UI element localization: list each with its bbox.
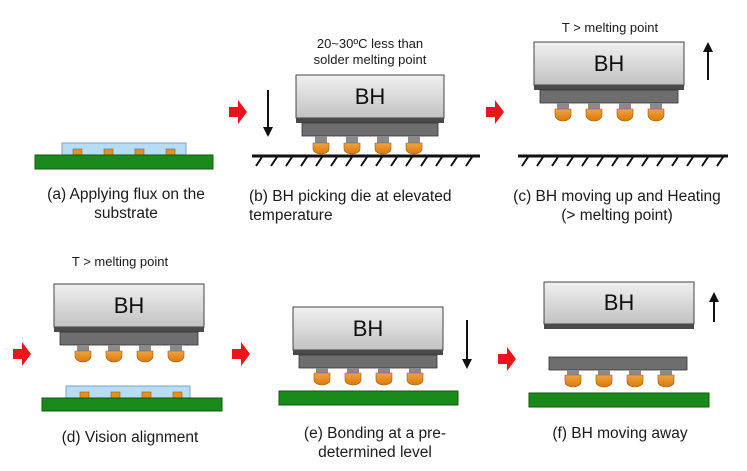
substrate <box>528 392 710 408</box>
die-stage <box>518 154 728 167</box>
die-stage <box>252 154 480 167</box>
caption-line: (c) BH moving up and Heating <box>513 188 721 205</box>
solder-bump <box>74 350 92 363</box>
step-b-graphic: BH <box>252 74 480 167</box>
up-arrow-icon <box>709 292 719 322</box>
die <box>59 331 199 346</box>
solder-bump <box>374 142 392 155</box>
step-a-graphic <box>34 142 214 170</box>
red-arrow-icon <box>13 342 31 366</box>
step-d-graphic: BH <box>41 283 223 412</box>
caption-line: determined level <box>318 444 432 461</box>
solder-bump <box>343 142 361 155</box>
bonding-head <box>295 74 445 119</box>
solder-bump <box>375 372 393 386</box>
substrate-pad <box>103 148 114 156</box>
bonding-head-label: BH <box>114 293 145 318</box>
solder-bumps <box>564 370 675 388</box>
head-plate <box>293 350 443 355</box>
caption-line: substrate <box>94 205 158 222</box>
head-plate <box>534 85 684 90</box>
solder-bumps <box>312 136 423 155</box>
substrate-pad <box>72 148 83 156</box>
bonding-head <box>292 306 444 351</box>
head-plate <box>54 327 204 332</box>
note-line: T > melting point <box>561 20 659 35</box>
step-b-temperature-note: 20~30ºC less than solder melting point <box>290 36 450 68</box>
substrate-pad <box>110 391 121 399</box>
solder-bump <box>554 108 572 122</box>
step-c-caption: (c) BH moving up and Heating (> melting … <box>494 187 740 225</box>
head-plate <box>544 324 694 329</box>
solder-bump <box>657 374 675 388</box>
bonding-head-label: BH <box>355 84 386 109</box>
solder-bump <box>585 108 603 122</box>
die <box>301 122 439 137</box>
red-arrow-icon <box>486 100 504 124</box>
step-c-temperature-note: T > melting point <box>530 20 690 36</box>
solder-bump <box>312 142 330 155</box>
solder-bumps <box>554 103 665 122</box>
substrate <box>34 154 214 170</box>
step-a-caption: (a) Applying flux on the substrate <box>24 185 228 223</box>
substrate-pad <box>134 148 145 156</box>
up-arrow-icon <box>703 42 713 80</box>
substrate <box>41 397 223 412</box>
step-f-caption: (f) BH moving away <box>530 424 710 443</box>
substrate-pad <box>172 391 183 399</box>
step-c-graphic: BH <box>518 41 728 167</box>
note-line: T > melting point <box>71 254 169 269</box>
solder-bumps <box>74 345 185 363</box>
caption-line: temperature <box>249 207 333 224</box>
red-arrow-icon <box>232 342 250 366</box>
caption-line: (> melting point) <box>561 207 673 224</box>
solder-bump <box>595 374 613 388</box>
red-arrow-icon <box>229 100 247 124</box>
die <box>298 354 438 369</box>
head-plate <box>296 118 444 123</box>
step-b-caption: (b) BH picking die at elevated temperatu… <box>249 187 489 225</box>
die <box>548 356 688 371</box>
down-arrow-icon <box>462 320 472 369</box>
caption-line: (a) Applying flux on the <box>47 186 205 203</box>
substrate-pad <box>79 391 90 399</box>
down-arrow-icon <box>263 90 273 137</box>
bonding-head <box>543 281 695 325</box>
solder-bump <box>406 372 424 386</box>
caption-line: (f) BH moving away <box>552 425 688 442</box>
bonding-head-label: BH <box>353 316 384 341</box>
die <box>539 89 679 104</box>
bonding-head-label: BH <box>604 290 635 315</box>
solder-bump <box>105 350 123 363</box>
solder-bump <box>313 372 331 386</box>
solder-bump <box>616 108 634 122</box>
note-line: 20~30ºC less than <box>316 36 424 51</box>
solder-bumps <box>313 368 424 386</box>
solder-bump <box>405 142 423 155</box>
solder-bump <box>626 374 644 388</box>
caption-line: (e) Bonding at a pre- <box>303 425 447 442</box>
solder-bump <box>564 374 582 388</box>
step-e-caption: (e) Bonding at a pre- determined level <box>280 424 470 462</box>
solder-bump <box>136 350 154 363</box>
substrate-pad <box>141 391 152 399</box>
solder-bump <box>647 108 665 122</box>
note-line: solder melting point <box>313 52 427 67</box>
step-d-caption: (d) Vision alignment <box>40 428 220 447</box>
caption-line: (d) Vision alignment <box>61 429 199 446</box>
solder-bump <box>344 372 362 386</box>
bonding-head-label: BH <box>594 51 625 76</box>
substrate <box>278 390 459 406</box>
solder-bump <box>167 350 185 363</box>
bonding-head <box>53 283 205 328</box>
red-arrow-icon <box>498 347 516 371</box>
step-e-graphic: BH <box>278 306 472 406</box>
step-d-temperature-note: T > melting point <box>40 254 200 270</box>
substrate-pad <box>165 148 176 156</box>
step-f-graphic: BH <box>528 281 719 408</box>
caption-line: (b) BH picking die at elevated <box>249 188 452 205</box>
